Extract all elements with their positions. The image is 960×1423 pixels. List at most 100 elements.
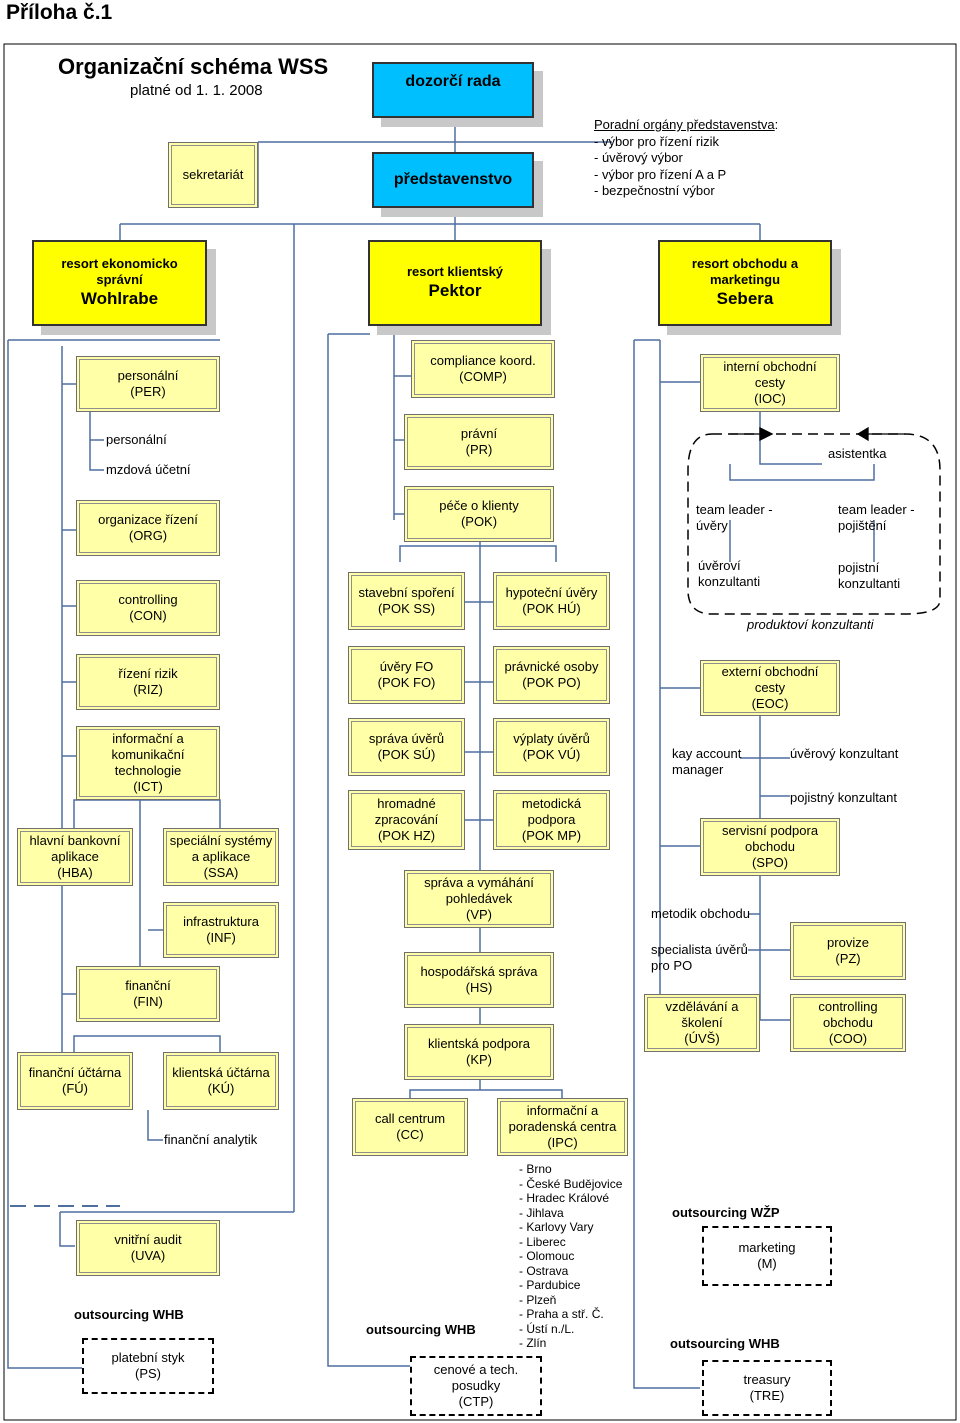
unit-uva-code: (UVA)	[130, 1248, 166, 1263]
city-item: - Ústí n./L.	[519, 1321, 575, 1336]
outsourcing-label-left: outsourcing WHB	[74, 1307, 184, 1322]
unit-ps-name: platební styk	[111, 1350, 185, 1365]
unit-org-code: (ORG)	[128, 528, 168, 543]
unit-org: organizace řízení (ORG)	[76, 500, 220, 556]
unit-ict-code: (ICT)	[133, 779, 163, 794]
product-consultants-label: produktoví konzultanti	[747, 617, 874, 632]
unit-tre-code: (TRE)	[749, 1388, 785, 1403]
unit-ssa: speciální systémy a aplikace (SSA)	[163, 828, 279, 886]
unit-riz-code: (RIZ)	[133, 682, 163, 697]
unit-ict-line: komunikační	[111, 747, 185, 762]
insurance-consultants: pojistní konzultanti	[838, 560, 900, 592]
unit-pok-code: (POK)	[460, 514, 498, 529]
city-item: - Olomouc	[519, 1249, 575, 1263]
loan-consultants-line: úvěroví	[698, 558, 741, 573]
unit-ku-code: (KÚ)	[207, 1081, 235, 1096]
unit-pok-ss-name: stavební spoření	[358, 585, 455, 600]
key-account-manager-line: kay account	[672, 746, 742, 761]
unit-con-name: controlling	[118, 592, 178, 607]
unit-pok-vu-code: (POK VÚ)	[522, 747, 581, 762]
unit-hba-line: hlavní bankovní	[29, 833, 121, 848]
unit-ps-code: (PS)	[135, 1366, 161, 1381]
outsourcing-label-wzp: outsourcing WŽP	[672, 1205, 780, 1220]
advisory-item: - výbor pro řízení A a P	[594, 166, 727, 182]
unit-ioc-code: (IOC)	[754, 391, 786, 406]
unit-pok-name: péče o klienty	[439, 498, 519, 513]
unit-tre-name: treasury	[743, 1372, 791, 1387]
unit-uvs-line: vzdělávání a	[665, 999, 739, 1014]
division-sales-line2: marketingu	[709, 272, 781, 287]
unit-pr-name: právní	[460, 426, 498, 441]
team-leader-loans: team leader - úvěry	[696, 502, 773, 534]
unit-pok-po-code: (POK PO)	[522, 675, 581, 690]
division-econ-head: Wohlrabe	[80, 289, 159, 308]
unit-ctp-line: posudky	[451, 1378, 501, 1393]
division-client-line1: resort klientský	[406, 264, 504, 279]
unit-riz-name: řízení rizik	[118, 666, 178, 681]
loan-specialist-line: specialista úvěrů	[651, 942, 748, 957]
unit-con-code: (CON)	[129, 608, 167, 623]
unit-eoc: externí obchodní cesty (EOC)	[700, 660, 840, 716]
division-client-head: Pektor	[428, 281, 482, 300]
unit-ipc-code: (IPC)	[547, 1135, 578, 1150]
team-leader-insurance: team leader - pojištění	[838, 502, 915, 534]
unit-ict-line: informační a	[112, 731, 184, 746]
advisory-item: - úvěrový výbor	[594, 150, 683, 165]
unit-pok: péče o klienty (POK)	[404, 486, 554, 542]
unit-ipc: informační a poradenská centra (IPC)	[497, 1098, 628, 1156]
unit-hs: hospodářská správa (HS)	[404, 952, 554, 1008]
per-sub-payroll: mzdová účetní	[106, 462, 191, 477]
unit-riz: řízení rizik (RIZ)	[76, 654, 220, 710]
city-item: - Brno	[519, 1162, 552, 1176]
unit-ipc-line: poradenská centra	[508, 1119, 617, 1134]
unit-hs-name: hospodářská správa	[420, 964, 538, 979]
unit-pok-su-name: správa úvěrů	[368, 731, 445, 746]
unit-ioc-line: interní obchodní	[723, 359, 817, 374]
unit-vp-code: (VP)	[466, 907, 492, 922]
unit-ku-name: klientská účtárna	[172, 1065, 270, 1080]
unit-eoc-line: externí obchodní	[721, 664, 819, 679]
unit-cc-code: (CC)	[396, 1127, 424, 1142]
team-leader-insurance-line: pojištění	[838, 518, 887, 533]
city-item: - Zlín	[519, 1336, 547, 1350]
unit-pok-fo: úvěry FO (POK FO)	[348, 646, 465, 704]
key-account-manager: kay account manager	[672, 746, 741, 778]
unit-pok-hu-name: hypoteční úvěry	[505, 585, 598, 600]
division-sales: resort obchodu a marketingu Sebera	[658, 240, 832, 326]
team-leader-loans-line: team leader -	[696, 502, 773, 517]
unit-ctp: cenové a tech. posudky (CTP)	[410, 1356, 542, 1416]
unit-spo-line: obchodu	[745, 839, 795, 854]
unit-kp-code: (KP)	[466, 1052, 492, 1067]
product-consultants-frame	[687, 433, 941, 615]
unit-fu-code: (FÚ)	[62, 1081, 88, 1096]
unit-pok-hu: hypoteční úvěry (POK HÚ)	[493, 572, 610, 630]
loan-specialist-line: pro PO	[651, 958, 693, 973]
unit-uva: vnitřní audit (UVA)	[76, 1220, 220, 1276]
unit-pok-fo-code: (POK FO)	[377, 675, 436, 690]
assistant-label: asistentka	[828, 446, 887, 461]
city-item: - Ostrava	[519, 1263, 569, 1278]
team-leader-insurance-line: team leader -	[838, 502, 915, 517]
unit-ku: klientská účtárna (KÚ)	[163, 1052, 279, 1110]
unit-pok-su: správa úvěrů (POK SÚ)	[348, 718, 465, 776]
unit-cc: call centrum (CC)	[352, 1098, 468, 1156]
city-item: - Hradec Králové	[519, 1191, 610, 1205]
insurance-consultants-line: konzultanti	[838, 576, 901, 591]
supervisory-board-label: dozorčí rada	[405, 73, 501, 90]
unit-pok-vu-name: výplaty úvěrů	[513, 731, 590, 746]
unit-pr-code: (PR)	[465, 442, 493, 457]
unit-pok-ss: stavební spoření (POK SS)	[348, 572, 465, 630]
loan-consultants-line: konzultanti	[698, 574, 761, 589]
financial-analyst: finanční analytik	[164, 1132, 258, 1147]
division-econ-line2: správní	[96, 272, 143, 287]
unit-pok-ss-code: (POK SS)	[377, 601, 436, 616]
unit-coo-line: obchodu	[823, 1015, 873, 1030]
unit-fin-code: (FIN)	[133, 994, 163, 1009]
unit-inf: infrastruktura (INF)	[163, 902, 279, 958]
unit-fin: finanční (FIN)	[76, 966, 220, 1022]
unit-cc-name: call centrum	[374, 1111, 446, 1126]
unit-coo-code: (COO)	[828, 1031, 868, 1046]
division-client: resort klientský Pektor	[368, 240, 542, 326]
loan-consultants: úvěroví konzultanti	[698, 558, 760, 590]
